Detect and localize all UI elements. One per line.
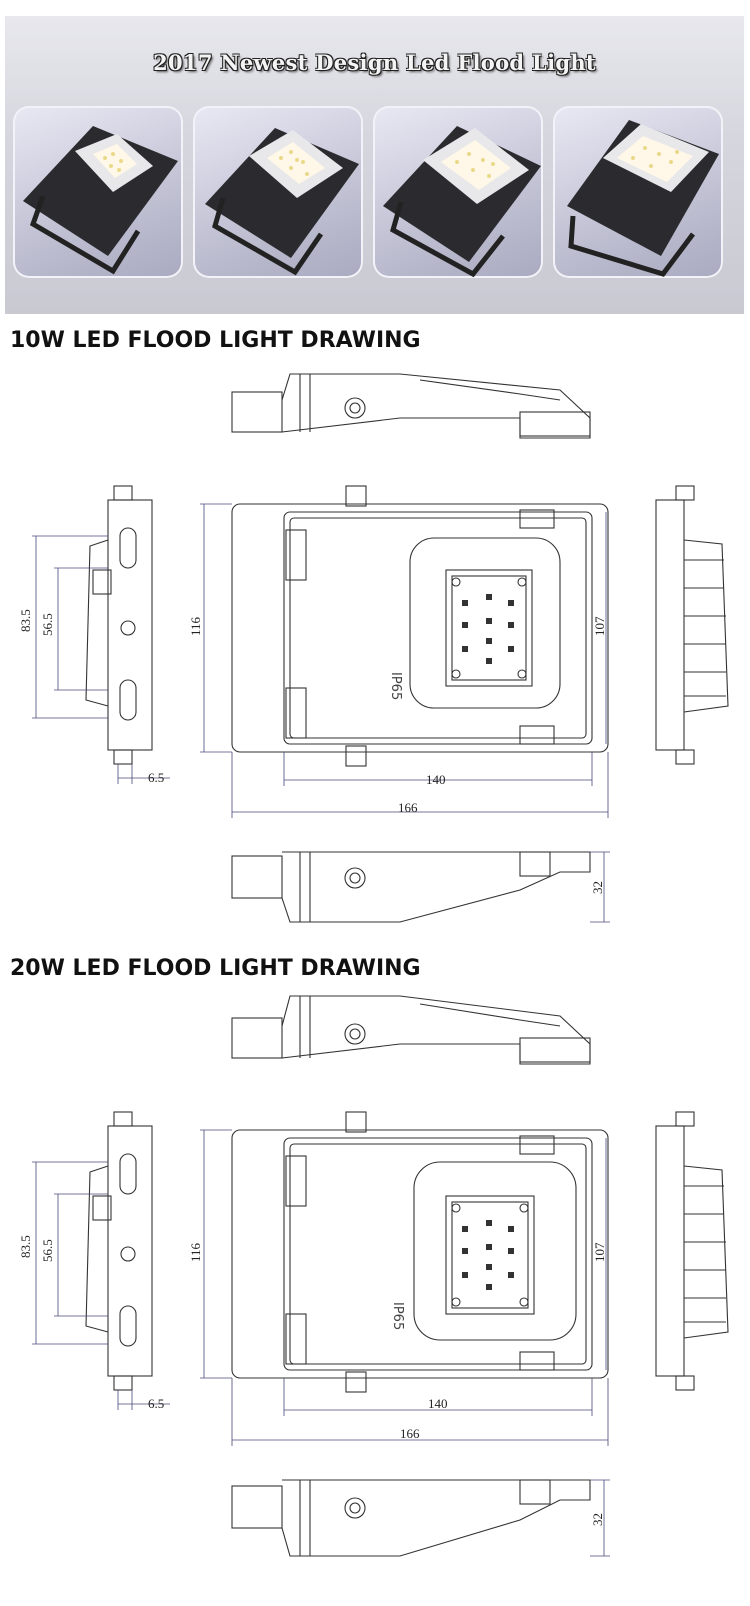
flood-light-30w-image (373, 106, 543, 278)
dim-83-5: 83.5 (18, 1235, 33, 1258)
banner-title: 2017 Newest Design Led Flood Light (153, 50, 596, 75)
dim-56-5: 56.5 (40, 1239, 55, 1262)
flood-light-50w-image (553, 106, 723, 278)
dim-140: 140 (426, 772, 446, 787)
flood-light-20w-image (193, 106, 363, 278)
dim-6-5: 6.5 (148, 770, 164, 785)
technical-drawing-20w: 83.5 56.5 6.5 IP65 (0, 986, 750, 1606)
flood-light-10w-image (13, 106, 183, 278)
front-view (231, 485, 609, 767)
technical-drawing-10w: 83.5 56.5 6.5 IP65 (0, 360, 750, 980)
ip-rating-label: IP65 (388, 672, 403, 700)
ip-rating-label: IP65 (390, 1302, 405, 1330)
dim-83-5: 83.5 (18, 609, 33, 632)
bottom-view (231, 1479, 591, 1557)
product-banner: 2017 Newest Design Led Flood Light (5, 16, 744, 314)
top-view (231, 373, 591, 439)
dim-6-5: 6.5 (148, 1396, 164, 1411)
dim-107: 107 (592, 616, 607, 636)
dim-166: 166 (398, 800, 418, 815)
dim-166: 166 (400, 1426, 420, 1441)
dim-32: 32 (590, 881, 605, 894)
drawing-heading-20w: 20W LED FLOOD LIGHT DRAWING (10, 956, 421, 981)
top-view (231, 995, 591, 1065)
left-side-view (85, 485, 153, 765)
left-side-view (85, 1111, 153, 1391)
dim-116: 116 (188, 616, 203, 636)
right-side-view (655, 1111, 729, 1391)
right-side-view (655, 485, 729, 765)
dim-116: 116 (188, 1242, 203, 1262)
dim-32: 32 (590, 1513, 605, 1526)
bottom-view (231, 851, 591, 923)
dim-140: 140 (428, 1396, 448, 1411)
drawing-heading-10w: 10W LED FLOOD LIGHT DRAWING (10, 328, 421, 353)
front-view (231, 1111, 609, 1393)
dim-107: 107 (592, 1242, 607, 1262)
dim-56-5: 56.5 (40, 613, 55, 636)
